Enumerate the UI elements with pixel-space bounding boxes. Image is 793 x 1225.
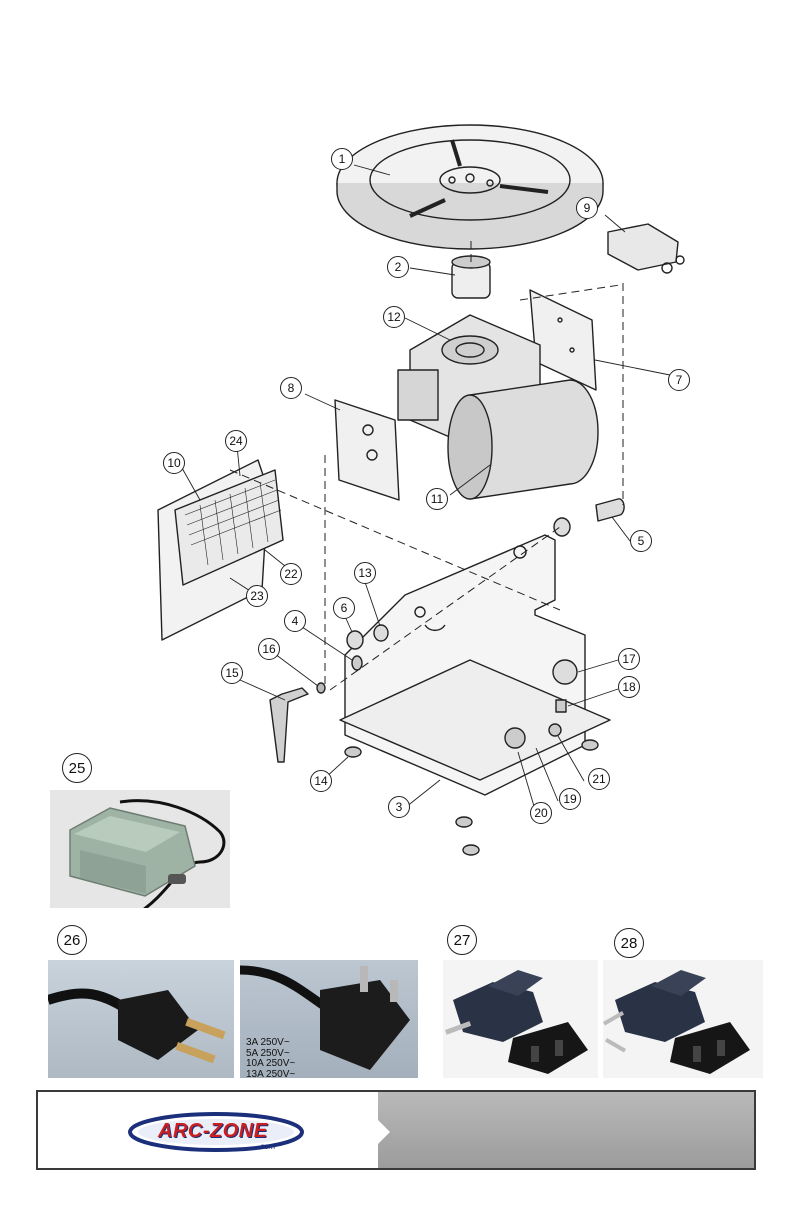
callout-5: 5 <box>630 530 652 552</box>
callout-20: 20 <box>530 802 552 824</box>
callout-18: 18 <box>618 676 640 698</box>
coupling <box>452 256 490 298</box>
callout-21: 21 <box>588 768 610 790</box>
control-board <box>158 460 283 640</box>
callout-25: 25 <box>62 753 92 783</box>
footer-banner: ARC-ZONE .com <box>36 1090 756 1170</box>
mount-plate-8 <box>335 400 399 500</box>
eu-plug-image <box>443 960 598 1078</box>
arc-zone-logo: ARC-ZONE .com <box>126 1106 306 1158</box>
callout-1: 1 <box>331 148 353 170</box>
foot-pedal-image <box>50 790 230 908</box>
callout-19: 19 <box>559 788 581 810</box>
us-plug-image <box>48 960 234 1078</box>
motor <box>448 380 598 499</box>
rating-line: 3A 250V~ <box>246 1038 295 1049</box>
uk-plug-ratings: 3A 250V~ 5A 250V~ 10A 250V~ 13A 250V~ <box>246 1038 295 1078</box>
footer-arrow-notch <box>378 1120 390 1144</box>
callout-2: 2 <box>387 256 409 278</box>
callout-3: 3 <box>388 796 410 818</box>
clamp-handle <box>270 688 308 762</box>
logo-subtext: .com <box>258 1142 275 1151</box>
foot-pedal-photo <box>50 790 230 908</box>
au-plug-image <box>603 960 763 1078</box>
callout-14: 14 <box>310 770 332 792</box>
footer-gray-band <box>378 1092 754 1168</box>
callout-26: 26 <box>57 925 87 955</box>
exploded-parts-diagram <box>0 0 793 920</box>
us-plug-photo <box>48 960 234 1078</box>
callout-7: 7 <box>668 369 690 391</box>
callout-27: 27 <box>447 925 477 955</box>
callout-4: 4 <box>284 610 306 632</box>
eu-plug-photo <box>443 960 598 1078</box>
callout-24: 24 <box>225 430 247 452</box>
rating-line: 13A 250V~ <box>246 1070 295 1079</box>
logo-text: ARC-ZONE <box>158 1120 268 1143</box>
callout-16: 16 <box>258 638 280 660</box>
callout-12: 12 <box>383 306 405 328</box>
callout-28: 28 <box>614 928 644 958</box>
rating-line: 10A 250V~ <box>246 1059 295 1070</box>
turntable-plate <box>337 125 603 249</box>
callout-17: 17 <box>618 648 640 670</box>
callout-11: 11 <box>426 488 448 510</box>
bracket-part-9 <box>608 224 684 273</box>
callout-15: 15 <box>221 662 243 684</box>
callout-23: 23 <box>246 585 268 607</box>
callout-10: 10 <box>163 452 185 474</box>
uk-plug-photo: 3A 250V~ 5A 250V~ 10A 250V~ 13A 250V~ <box>240 960 418 1078</box>
callout-8: 8 <box>280 377 302 399</box>
callout-22: 22 <box>280 563 302 585</box>
callout-6: 6 <box>333 597 355 619</box>
au-plug-photo <box>603 960 763 1078</box>
callout-9: 9 <box>576 197 598 219</box>
callout-13: 13 <box>354 562 376 584</box>
